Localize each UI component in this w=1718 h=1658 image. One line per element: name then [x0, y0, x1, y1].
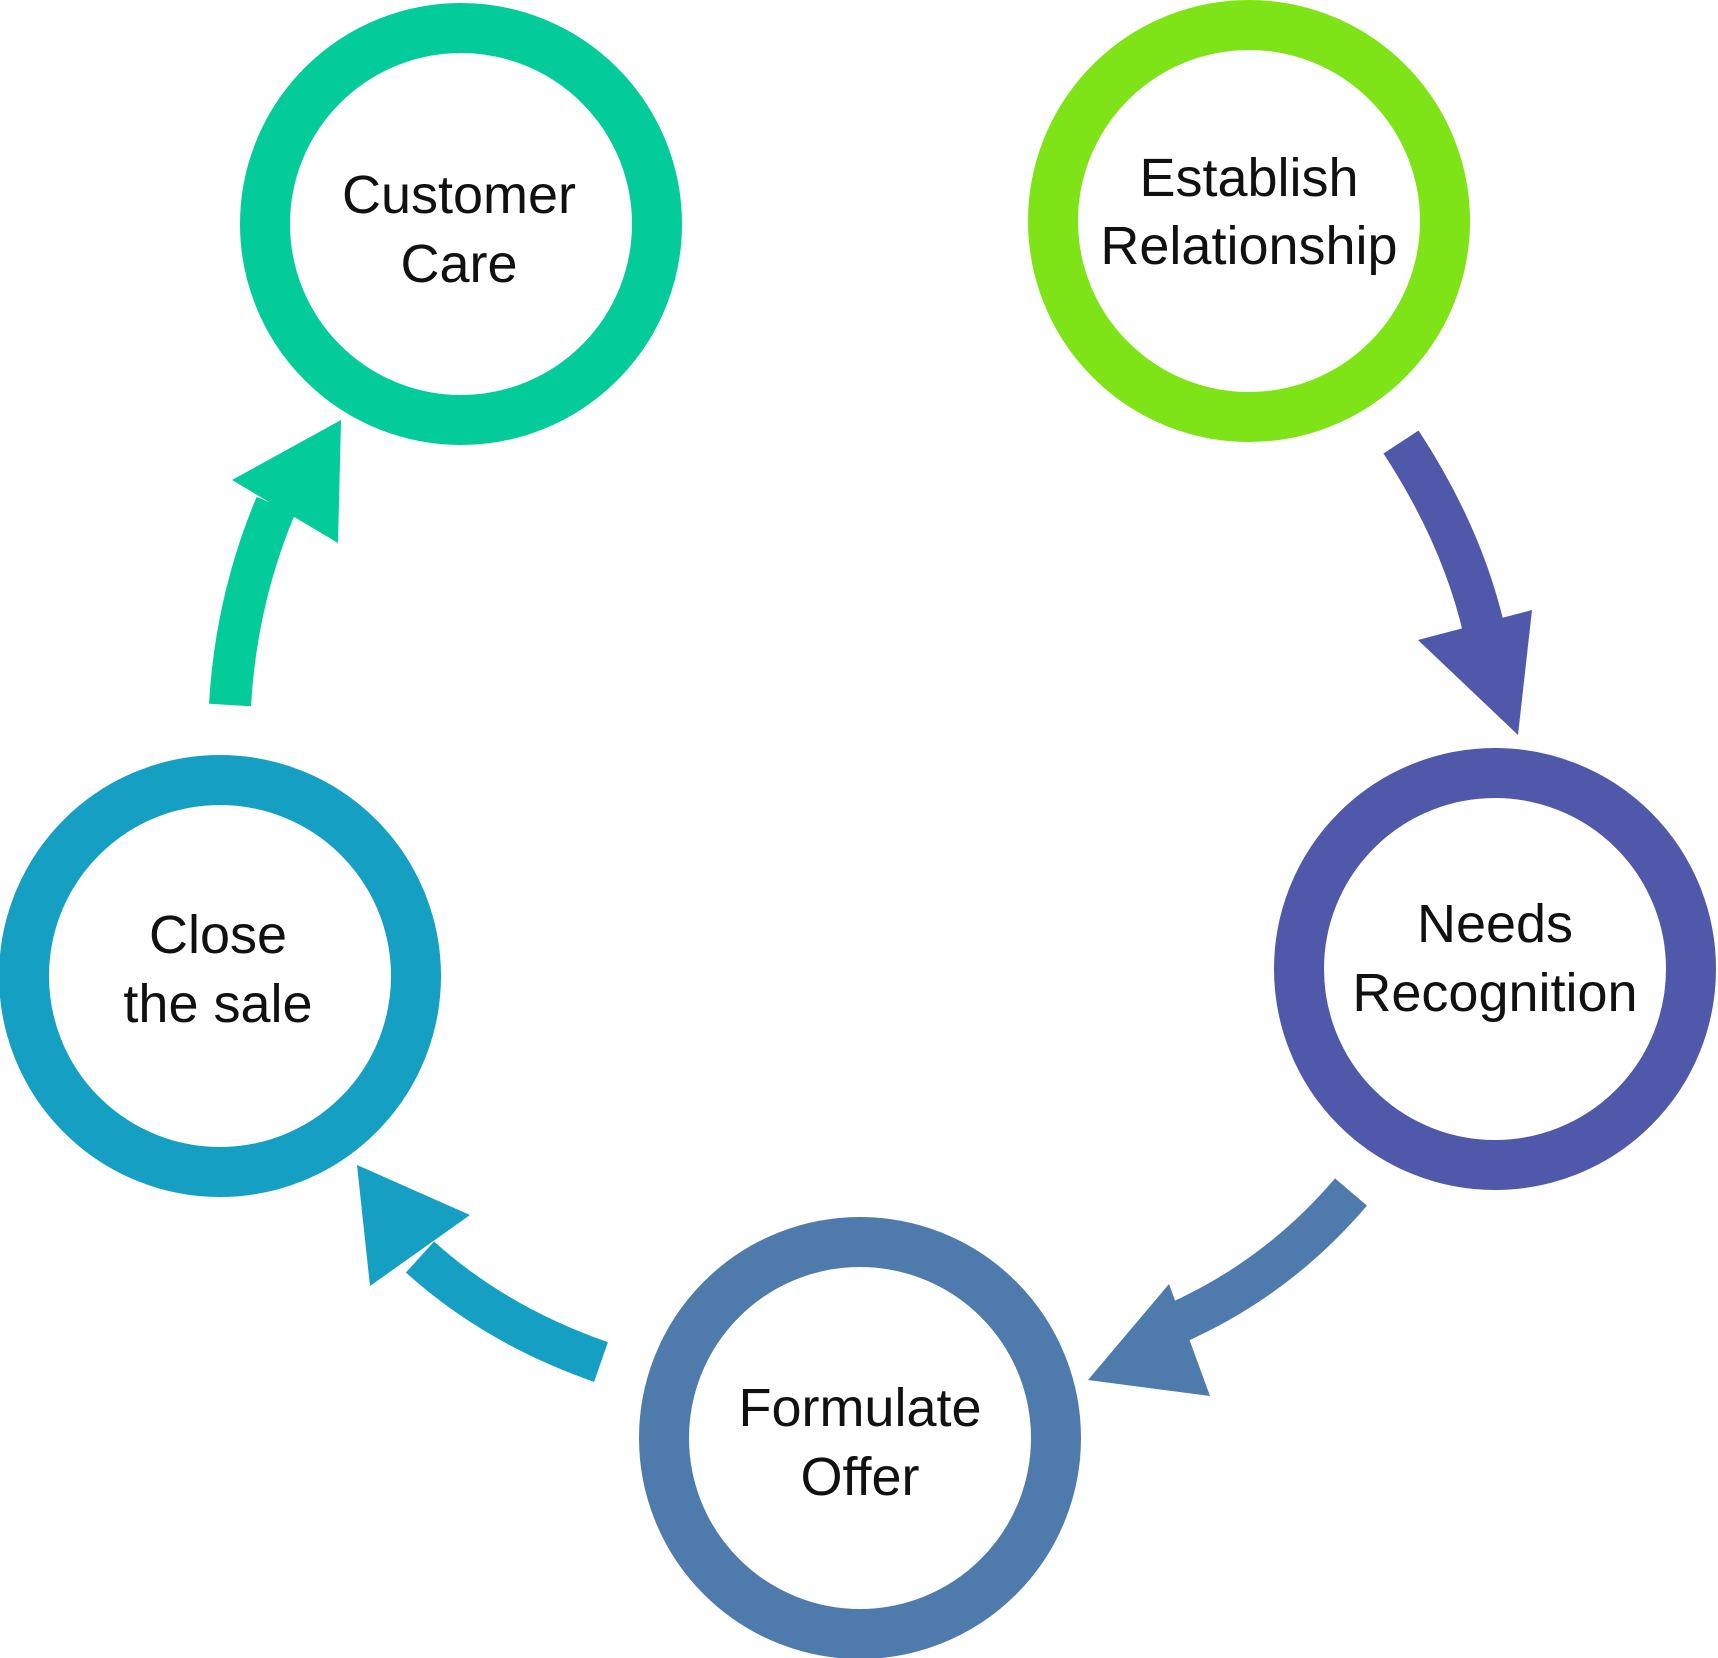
arrow-head	[1088, 1284, 1210, 1396]
node-close-the-sale: Close the sale	[0, 755, 441, 1197]
node-establish-relationship: Establish Relationship	[1028, 0, 1470, 442]
arrow-formulate-to-close	[357, 1165, 608, 1382]
arrow-shaft	[405, 1241, 608, 1382]
node-label-line-1: Needs	[1417, 894, 1573, 954]
node-customer-care: Customer Care	[240, 3, 682, 445]
arrow-shaft	[1383, 430, 1505, 635]
arrow-shaft	[209, 496, 296, 707]
node-label-line-2: Relationship	[1100, 216, 1397, 276]
arrow-head	[1418, 610, 1532, 735]
node-label-line-1: Close	[149, 905, 287, 965]
node-label-line-2: Care	[400, 234, 517, 294]
node-ring	[639, 1217, 1081, 1658]
node-label-line-1: Formulate	[738, 1378, 981, 1438]
arrow-shaft	[1163, 1178, 1367, 1345]
node-label-line-2: Recognition	[1352, 963, 1637, 1023]
node-needs-recognition: Needs Recognition	[1274, 748, 1716, 1190]
arrow-head	[357, 1165, 470, 1286]
node-label-line-2: Offer	[800, 1447, 919, 1507]
node-label-line-1: Establish	[1139, 148, 1358, 208]
arrow-needs-to-formulate	[1088, 1178, 1367, 1396]
node-label-line-1: Customer	[342, 165, 576, 225]
cycle-arrows	[209, 420, 1532, 1396]
node-ring	[0, 755, 441, 1197]
arrow-close-to-care	[209, 420, 341, 707]
arrow-establish-to-needs	[1383, 430, 1532, 735]
node-ring	[1028, 0, 1470, 442]
node-ring	[1274, 748, 1716, 1190]
node-ring	[240, 3, 682, 445]
arrow-head	[232, 420, 341, 543]
node-label-line-2: the sale	[123, 974, 312, 1034]
node-formulate-offer: Formulate Offer	[639, 1217, 1081, 1658]
